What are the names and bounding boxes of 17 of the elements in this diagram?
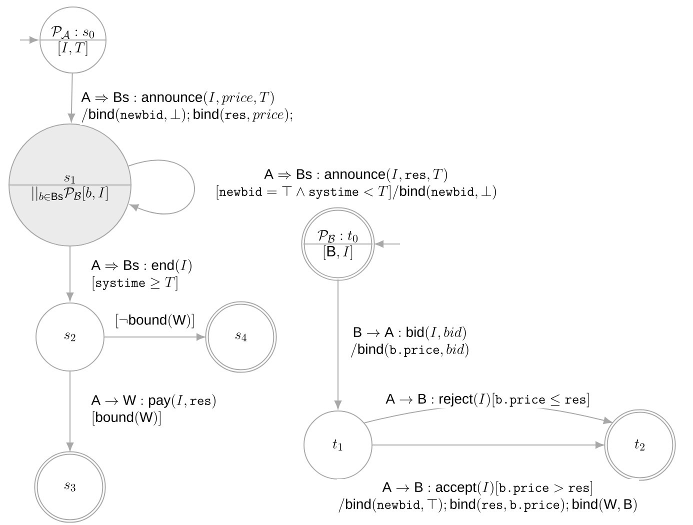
arrow	[334, 279, 342, 410]
edge-label: $\text{A} \rightarrow \text{B} : \text{reject}(I)[\texttt{b.price} \leq \texttt{res}]$	[384, 392, 592, 408]
arrow	[372, 441, 604, 449]
arrow	[104, 333, 206, 341]
arrow	[374, 240, 400, 248]
arrow	[128, 160, 195, 214]
edge-label: $\begin{array}{@{}c@{}}\text{A} \Rightarrow \text{Bs} : \text{announce}(I, \texttt{res}, T) \\ {}[\texttt{newbid} = \top \wedge \texttt{systime} < T]/\text{bind}(\texttt{newbid}, \bot)\end{array}$	[214, 166, 498, 202]
edge-label: $\begin{array}{@{}c@{}}\text{A} \rightarrow \text{B} : \text{accept}(I)[\texttt{b.price} > \texttt{res}] \\ /\text{bind}(\texttt{newbid}, \top); \text{bind}(\texttt{res}, \texttt{b.price}); \text{bind}(\text{W}, \text{B})\end{array}$	[336, 479, 640, 515]
edge-label: $\begin{array}{@{}c@{}}\text{B} \rightarrow \text{A} : \text{bid}(I, bid) \\ /\text{bind}(\texttt{b.price}, bid)\end{array}$	[349, 324, 471, 360]
edge-label: $\begin{array}{@{}l@{}}\text{A} \Rightarrow \text{Bs} : \text{end}(I) \\ {}[\texttt{systime} \geq T]\end{array}$	[90, 257, 194, 293]
arrow	[20, 36, 38, 44]
arrow	[68, 73, 76, 122]
edge-label: $[\neg\text{bound}(\text{W})]$	[114, 312, 196, 330]
arrow	[66, 371, 74, 452]
edge-label: $\begin{array}{@{}l@{}}\text{A} \rightarrow \text{W} : \text{pay}(I, \texttt{res}) \\ {}[\text{bound}(\text{W})]\end{array}$	[90, 392, 218, 428]
arrow	[66, 246, 74, 302]
edge-label: $\begin{array}{@{}l@{}}\text{A} \Rightarrow \text{Bs} : \text{announce}(I, price, T) \\ /\text{bind}(\texttt{newbid}, \bot); \text{bind}(\texttt{res}, price);\end{array}$	[80, 89, 294, 125]
